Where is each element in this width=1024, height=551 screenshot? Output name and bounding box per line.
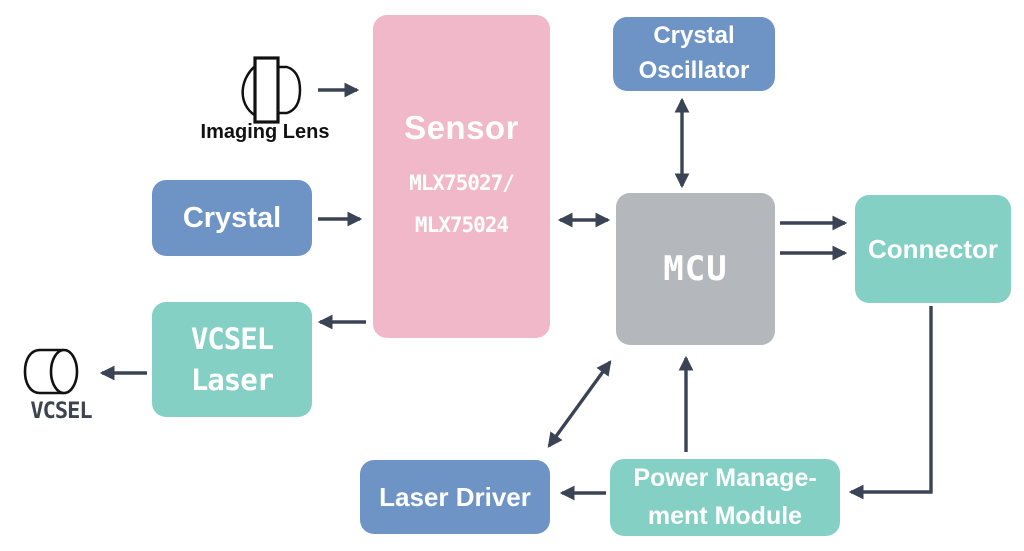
crystal-block: Crystal (152, 180, 312, 256)
sensor-model-line2: MLX75024 (414, 213, 509, 238)
connector-label: Connector (868, 233, 998, 264)
arrow-mcu-laser-driver-bidirectional (547, 360, 612, 448)
power-management-label-line2: ment Module (647, 501, 803, 530)
crystal-oscillator-label-line1: Crystal (653, 22, 735, 50)
laser-driver-label: Laser Driver (379, 481, 531, 512)
connector-block: Connector (855, 195, 1011, 303)
vcsel-icon (23, 348, 79, 395)
arrow-connector-to-power-management (848, 306, 933, 500)
vcsel-laser-label-line1: VCSEL (190, 321, 274, 356)
sensor-block: Sensor MLX75027/ MLX75024 (373, 15, 550, 338)
crystal-oscillator-label-line2: Oscillator (638, 57, 750, 84)
power-management-block: Power Manage- ment Module (610, 459, 840, 536)
imaging-lens-label: Imaging Lens (200, 121, 330, 143)
sensor-model-line1: MLX75027/ (409, 171, 515, 196)
vcsel-laser-block: VCSEL Laser (152, 302, 312, 417)
power-management-label-line1: Power Manage- (633, 464, 817, 492)
mcu-block: MCU (616, 193, 775, 345)
crystal-label: Crystal (182, 201, 282, 234)
vcsel-laser-label-line2: Laser (190, 362, 274, 397)
crystal-oscillator-block: Crystal Oscillator (613, 17, 775, 91)
mcu-label: MCU (663, 248, 728, 289)
sensor-title: Sensor (404, 108, 519, 146)
vcsel-label: VCSEL (30, 399, 92, 424)
laser-driver-block: Laser Driver (360, 460, 550, 534)
imaging-lens-icon (241, 56, 302, 124)
